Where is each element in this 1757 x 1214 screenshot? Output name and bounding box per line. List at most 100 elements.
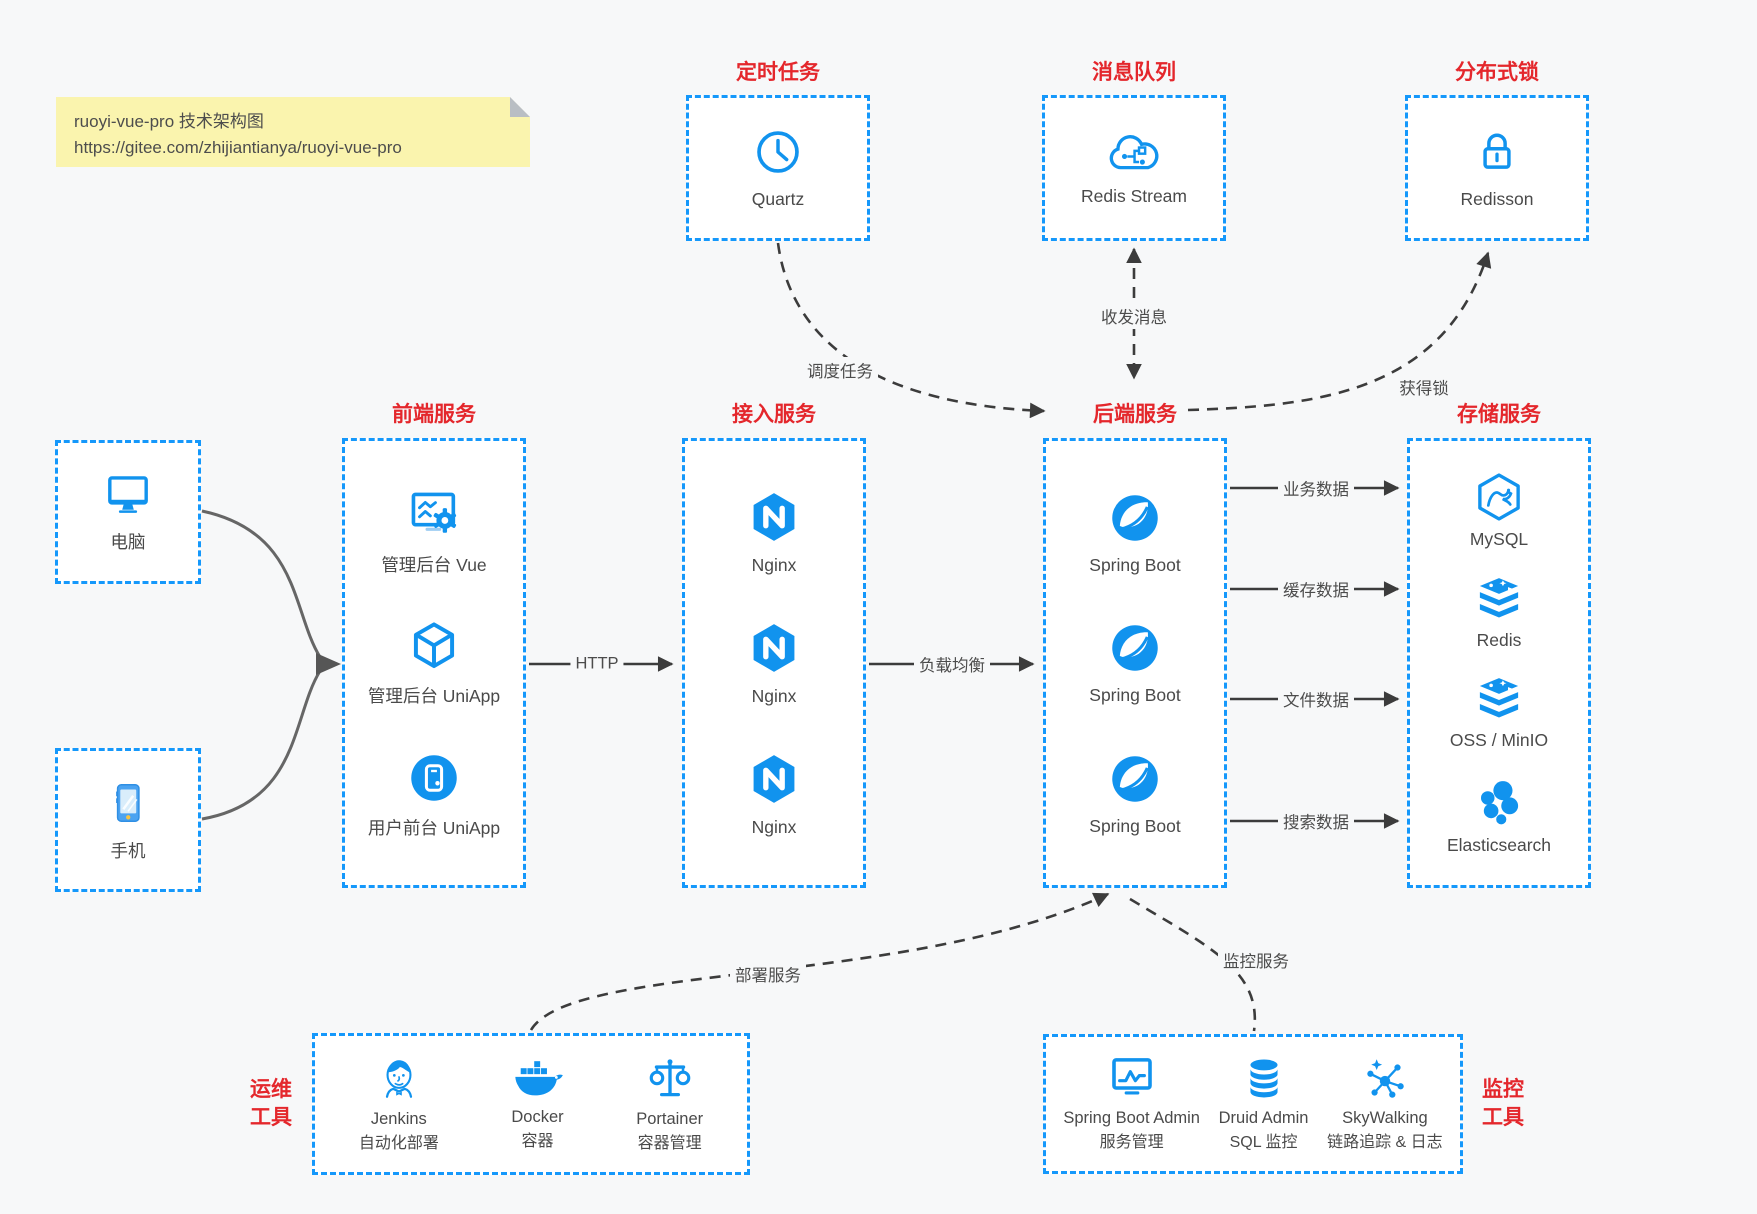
group-storage: 存储服务 MySQL Redis [1407, 398, 1591, 888]
edge-label-deploy: 部署服务 [730, 961, 806, 987]
node-user-uniapp: 用户前台 UniApp [368, 750, 500, 840]
node-label: Spring Boot [1089, 815, 1181, 836]
node-label: MySQL [1469, 528, 1529, 549]
node-label: Spring Boot [1089, 554, 1181, 575]
group-backend: 后端服务 Spring Boot Spring Boot [1043, 398, 1227, 888]
mysql-icon [1478, 473, 1520, 521]
tool-name: Jenkins [370, 1110, 427, 1129]
node-springboot-2: Spring Boot [1089, 620, 1181, 706]
node-label: 用户前台 UniApp [367, 817, 501, 838]
edge-label-load-balance: 负载均衡 [914, 651, 990, 677]
tool-name: Druid Admin [1218, 1109, 1309, 1128]
node-label: Elasticsearch [1446, 835, 1552, 856]
node-label: Spring Boot [1089, 685, 1181, 705]
group-title: 后端服务 [1093, 403, 1177, 426]
node-nginx-3: Nginx [746, 750, 802, 838]
desktop-icon [108, 476, 148, 513]
node-label: Redisson [1460, 189, 1534, 209]
tool-springboot-admin: Spring Boot Admin 服务管理 [1063, 1054, 1200, 1154]
node-label: Nginx [751, 686, 797, 706]
node-admin-uniapp: 管理后台 UniApp [368, 618, 500, 708]
group-title: 前端服务 [392, 403, 476, 426]
spring-icon [1112, 755, 1158, 802]
admin-vue-icon [411, 492, 457, 533]
edge-label-schedule: 调度任务 [802, 357, 878, 383]
tool-jenkins: Jenkins 自动化部署 [359, 1053, 439, 1155]
node-label: Nginx [751, 817, 797, 837]
sticky-note: ruoyi-vue-pro 技术架构图 https://gitee.com/zh… [56, 97, 530, 167]
elasticsearch-icon [1480, 781, 1519, 825]
group-message-queue: 消息队列 Redis Stream [1042, 56, 1226, 241]
tool-druid-admin: Druid Admin SQL 监控 [1218, 1054, 1309, 1154]
redis-icon [1479, 577, 1519, 618]
tool-name: Docker [511, 1108, 564, 1127]
tool-name: SkyWalking [1342, 1109, 1428, 1128]
node-redis: Redis [1472, 575, 1526, 651]
node-springboot-1: Spring Boot [1089, 490, 1181, 576]
node-label: Quartz [751, 189, 805, 209]
docker-icon [514, 1061, 563, 1096]
tool-desc: 链路追踪 & 日志 [1327, 1134, 1443, 1152]
node-label: 电脑 [110, 532, 146, 552]
edge-label-monitor: 监控服务 [1218, 947, 1294, 973]
group-scheduled-tasks: 定时任务 Quartz [686, 56, 870, 241]
edge-label-search: 搜索数据 [1278, 808, 1354, 834]
edge-deploy-curve [529, 892, 1110, 1031]
cloud-network-icon [1109, 135, 1159, 170]
tool-name: Spring Boot Admin [1063, 1109, 1200, 1128]
smartphone-icon [116, 784, 140, 822]
group-monitoring-tools: Spring Boot Admin 服务管理 Druid Admin SQL 监… [1043, 1034, 1463, 1174]
edge-schedule-curve [776, 242, 1046, 419]
node-label: 管理后台 Vue [381, 554, 487, 575]
spring-icon [1112, 494, 1158, 541]
lock-icon [1483, 133, 1511, 169]
group-title: 定时任务 [736, 61, 820, 84]
cube-icon [413, 622, 455, 669]
edge-clients-to-frontend [201, 509, 322, 821]
tool-name: Portainer [636, 1110, 704, 1129]
ops-tools-label: 运维 工具 [250, 1078, 292, 1130]
monitor-pulse-icon [1111, 1058, 1152, 1095]
tool-desc: SQL 监控 [1229, 1134, 1298, 1152]
edge-label-file: 文件数据 [1278, 686, 1354, 712]
group-title: 分布式锁 [1455, 61, 1539, 84]
group-title: 存储服务 [1457, 403, 1541, 426]
tool-desc: 服务管理 [1099, 1134, 1164, 1152]
node-object-storage: OSS / MinIO [1450, 675, 1548, 751]
tool-skywalking: SkyWalking 链路追踪 & 日志 [1327, 1054, 1443, 1154]
scales-icon [649, 1059, 690, 1097]
node-label: 管理后台 UniApp [367, 686, 501, 706]
jenkins-icon [385, 1060, 412, 1098]
nginx-icon [753, 493, 795, 541]
node-graph-icon [1367, 1059, 1404, 1098]
note-line-2: https://gitee.com/zhijiantianya/ruoyi-vu… [74, 137, 402, 157]
node-elasticsearch: Elasticsearch [1447, 776, 1551, 856]
tool-desc: 容器 [521, 1133, 554, 1151]
edge-label-http: HTTP [570, 653, 624, 675]
monitoring-tools-label: 监控 工具 [1482, 1078, 1524, 1130]
group-gateway: 接入服务 Nginx Nginx [682, 398, 866, 888]
edge-label-business: 业务数据 [1278, 475, 1354, 501]
spring-icon [1112, 625, 1158, 671]
edge-label-lock: 获得锁 [1394, 374, 1454, 400]
group-title: 消息队列 [1092, 61, 1176, 84]
node-label: Redis [1476, 629, 1522, 650]
group-frontend: 前端服务 [342, 398, 526, 888]
tool-desc: 自动化部署 [358, 1135, 439, 1153]
node-springboot-3: Spring Boot [1089, 751, 1181, 837]
clients-merge-arrowhead [316, 653, 341, 675]
node-label: Nginx [751, 555, 797, 575]
node-mysql: MySQL [1470, 470, 1528, 550]
clock-icon [757, 131, 799, 173]
nginx-icon [753, 755, 795, 803]
mobile-app-icon [411, 754, 457, 801]
node-admin-vue: 管理后台 Vue [381, 487, 487, 577]
node-label: 手机 [110, 841, 146, 861]
group-distributed-lock: 分布式锁 Redisson [1405, 56, 1589, 241]
note-fold-icon [510, 97, 530, 117]
nginx-icon [753, 624, 795, 672]
edge-label-cache: 缓存数据 [1278, 576, 1354, 602]
client-mobile: 手机 [55, 748, 201, 892]
tool-portainer: Portainer 容器管理 [636, 1053, 703, 1155]
